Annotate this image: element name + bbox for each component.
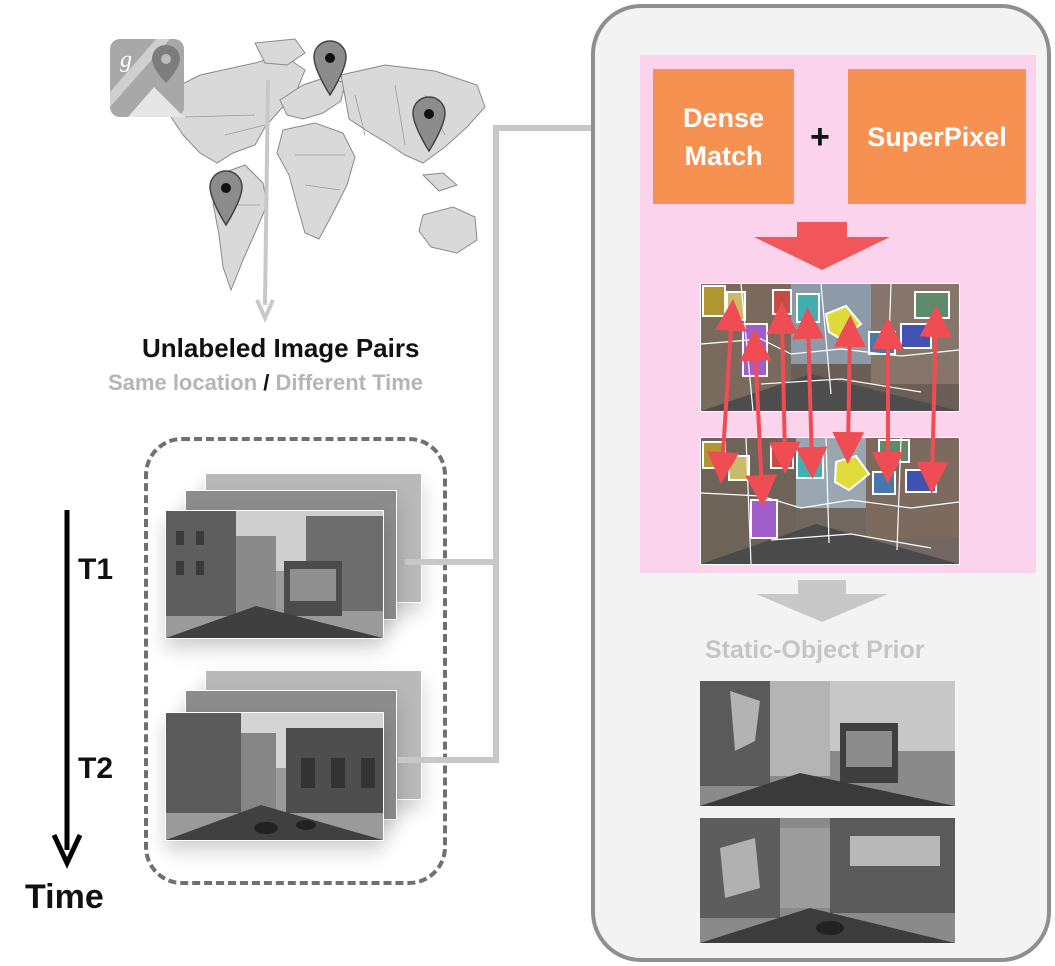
caption-same-location: Same location bbox=[108, 370, 258, 395]
dense-match-line2: Match bbox=[684, 140, 763, 171]
grey-down-arrow bbox=[756, 580, 888, 622]
continent-greenland bbox=[254, 38, 306, 66]
time-label: Time bbox=[25, 878, 104, 916]
map-pin-icon bbox=[209, 170, 243, 226]
dense-match-line1: Dense bbox=[682, 102, 765, 133]
continent-southeast-asia bbox=[421, 172, 458, 192]
superpixel-box: SuperPixel bbox=[848, 69, 1026, 204]
svg-text:g: g bbox=[120, 47, 132, 73]
match-arrows bbox=[707, 299, 952, 507]
google-maps-icon: g bbox=[108, 37, 186, 119]
map-pin-icon bbox=[313, 40, 347, 96]
plus-sign: + bbox=[810, 118, 830, 156]
red-down-arrow bbox=[754, 222, 890, 270]
caption-subtitle: Same location / Different Time bbox=[108, 370, 423, 396]
static-object-prior-label: Static-Object Prior bbox=[705, 636, 925, 664]
continent-africa bbox=[276, 122, 356, 240]
static-prior-image-t1 bbox=[700, 681, 955, 806]
dense-match-box: Dense Match bbox=[653, 69, 794, 204]
t2-street-photo bbox=[165, 712, 384, 841]
t1-street-photo bbox=[165, 510, 384, 639]
time-axis-arrow bbox=[51, 510, 83, 869]
caption-slash: / bbox=[263, 370, 270, 395]
t2-label: T2 bbox=[78, 752, 114, 785]
static-prior-image-t2 bbox=[700, 818, 955, 943]
t1-label: T1 bbox=[78, 553, 114, 586]
caption-different-time: Different Time bbox=[275, 370, 424, 395]
map-pin-icon bbox=[412, 96, 446, 152]
caption-title: Unlabeled Image Pairs bbox=[142, 333, 420, 363]
continent-australia bbox=[418, 206, 478, 254]
